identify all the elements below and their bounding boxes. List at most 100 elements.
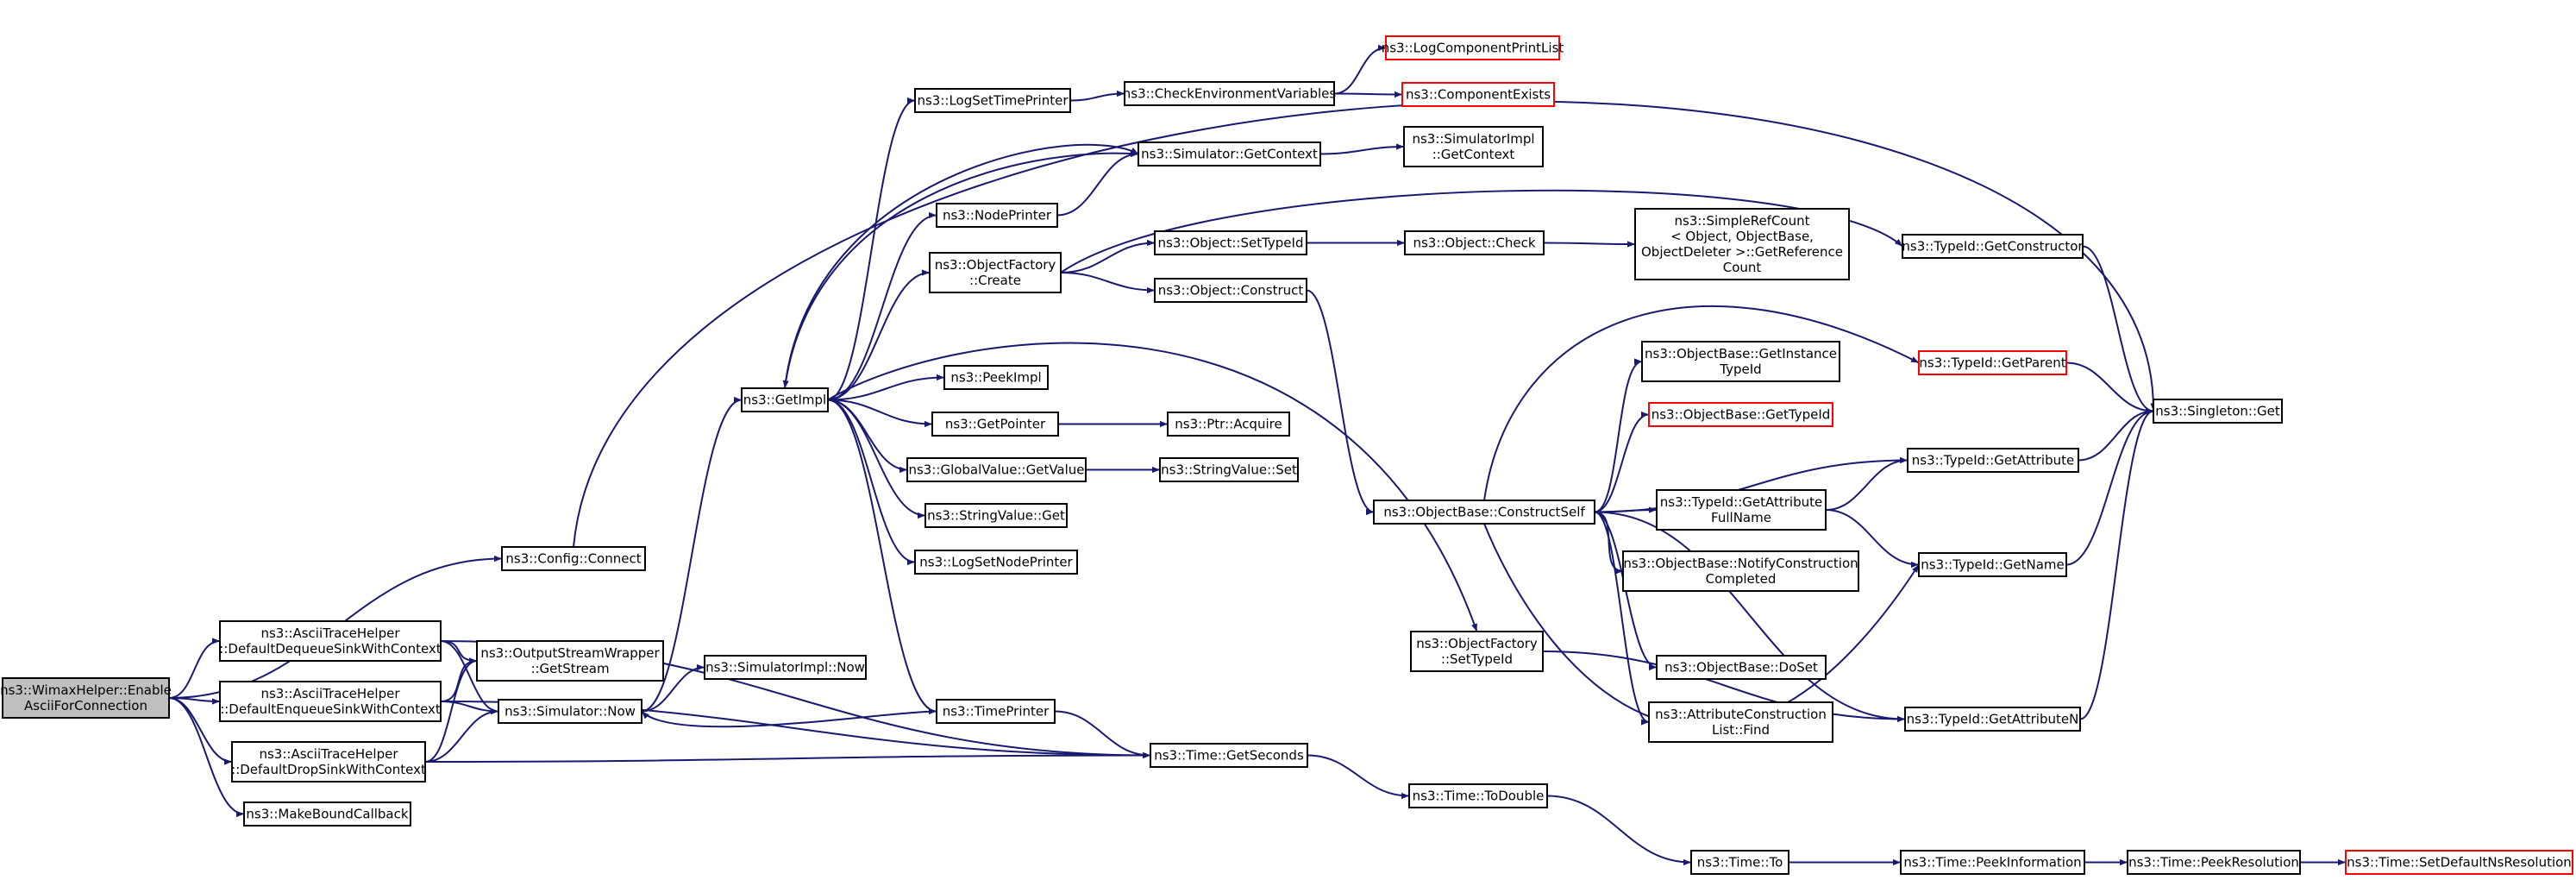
node-bound[interactable]: ns3::MakeBoundCallback — [243, 801, 411, 827]
node-objCheck[interactable]: ns3::Object::Check — [1404, 230, 1545, 255]
node-label: ns3::AsciiTraceHelper — [260, 625, 400, 641]
node-strValGet[interactable]: ns3::StringValue::Get — [924, 503, 1068, 528]
node-box — [1634, 208, 1850, 280]
node-ptrAcquire[interactable]: ns3::Ptr::Acquire — [1167, 412, 1290, 437]
node-drop[interactable]: ns3::AsciiTraceHelper::DefaultDropSinkWi… — [231, 741, 426, 783]
node-logSetTime[interactable]: ns3::LogSetTimePrinter — [914, 88, 1071, 113]
node-label: ns3::ObjectBase::ConstructSelf — [1383, 505, 1585, 520]
node-label: ns3::ObjectBase::NotifyConstruction — [1623, 556, 1858, 571]
node-label: ns3::LogComponentPrintList — [1382, 41, 1564, 56]
node-tidGetCtor[interactable]: ns3::TypeId::GetConstructor — [1902, 234, 2084, 259]
node-logCompPrint[interactable]: ns3::LogComponentPrintList — [1382, 35, 1564, 60]
node-label: List::Find — [1712, 722, 1770, 738]
node-simNow[interactable]: ns3::Simulator::Now — [498, 699, 642, 724]
node-label: ns3::Object::Construct — [1158, 283, 1304, 299]
node-label: ns3::ObjectFactory — [935, 257, 1056, 273]
node-label: ns3::OutputStreamWrapper — [480, 645, 660, 661]
node-root[interactable]: ns3::WimaxHelper::EnableAsciiForConnecti… — [0, 677, 172, 719]
node-peekImpl[interactable]: ns3::PeekImpl — [943, 365, 1049, 390]
node-label: ns3::Object::Check — [1413, 236, 1535, 251]
node-label: ::GetContext — [1432, 147, 1515, 162]
node-obNotify[interactable]: ns3::ObjectBase::NotifyConstructionCompl… — [1622, 550, 1859, 592]
edge-dequeue-to-simNow — [440, 640, 499, 715]
edge-dequeue-to-osw — [440, 640, 478, 664]
node-label: ::SetTypeId — [1441, 651, 1513, 667]
edge-objFactCreate-to-objSetTypeId — [1060, 239, 1156, 273]
node-logSetNode[interactable]: ns3::LogSetNodePrinter — [914, 550, 1078, 575]
node-objConstruct[interactable]: ns3::Object::Construct — [1154, 278, 1307, 303]
node-nodePrinter[interactable]: ns3::NodePrinter — [936, 203, 1058, 228]
node-label: ns3::MakeBoundCallback — [246, 807, 408, 822]
node-label: ns3::Config::Connect — [505, 551, 641, 567]
node-objSetTypeId[interactable]: ns3::Object::SetTypeId — [1154, 230, 1307, 255]
node-box — [914, 550, 1078, 575]
node-label: ns3::PeekImpl — [950, 370, 1041, 386]
node-getPointer[interactable]: ns3::GetPointer — [931, 412, 1059, 437]
node-box — [1690, 850, 1789, 875]
node-dequeue[interactable]: ns3::AsciiTraceHelper::DefaultDequeueSin… — [219, 620, 442, 662]
node-label: ns3::Ptr::Acquire — [1175, 417, 1282, 432]
node-label: ns3::TypeId::GetConstructor — [1902, 239, 2084, 255]
node-osw[interactable]: ns3::OutputStreamWrapper::GetStream — [476, 640, 664, 682]
node-strValSet[interactable]: ns3::StringValue::Set — [1159, 457, 1299, 482]
node-label: AsciiForConnection — [24, 698, 147, 713]
edge-getImpl-to-getPointer — [827, 399, 933, 428]
node-label: ns3::Simulator::Now — [505, 704, 636, 720]
node-tidGetParent[interactable]: ns3::TypeId::GetParent — [1918, 350, 2067, 375]
node-obGetTypeId[interactable]: ns3::ObjectBase::GetTypeId — [1648, 402, 1833, 427]
node-box — [1641, 341, 1840, 382]
node-obDoSet[interactable]: ns3::ObjectBase::DoSet — [1656, 655, 1827, 680]
node-label: ns3::SimulatorImpl — [1412, 131, 1534, 147]
node-layer: ns3::WimaxHelper::EnableAsciiForConnecti… — [0, 35, 2573, 875]
node-getSeconds[interactable]: ns3::Time::GetSeconds — [1150, 743, 1308, 768]
node-simImplGetCtx[interactable]: ns3::SimulatorImpl::GetContext — [1403, 126, 1544, 167]
edge-constructSelf-to-attrFind — [1594, 511, 1650, 726]
node-tidGetAttr[interactable]: ns3::TypeId::GetAttribute — [1907, 448, 2079, 473]
node-timeTo[interactable]: ns3::Time::To — [1690, 850, 1789, 875]
node-box — [1124, 81, 1335, 106]
node-peekInfo[interactable]: ns3::Time::PeekInformation — [1900, 850, 2085, 875]
node-simImplNow[interactable]: ns3::SimulatorImpl::Now — [704, 655, 867, 680]
node-box — [501, 546, 646, 571]
node-timePrinter[interactable]: ns3::TimePrinter — [936, 699, 1056, 724]
node-simGetCtx[interactable]: ns3::Simulator::GetContext — [1138, 141, 1321, 167]
node-box — [1918, 552, 2067, 577]
node-compExists[interactable]: ns3::ComponentExists — [1401, 82, 1555, 107]
edge-constructSelf-to-obGetInstance — [1594, 358, 1643, 513]
node-box — [1410, 631, 1544, 672]
edge-drop-to-simNow — [424, 707, 499, 763]
node-simpleRef[interactable]: ns3::SimpleRefCount< Object, ObjectBase,… — [1634, 208, 1850, 280]
edge-getImpl-to-simGetCtx — [784, 143, 1139, 389]
node-box — [1622, 550, 1859, 592]
node-objFactCreate[interactable]: ns3::ObjectFactory::Create — [929, 252, 1062, 293]
node-checkEnv[interactable]: ns3::CheckEnvironmentVariables — [1123, 81, 1337, 106]
node-peekRes[interactable]: ns3::Time::PeekResolution — [2127, 850, 2301, 875]
edge-getImpl-to-logSetTime — [827, 97, 916, 401]
node-singletonGet[interactable]: ns3::Singleton::Get — [2153, 399, 2283, 424]
node-configConnect[interactable]: ns3::Config::Connect — [501, 546, 646, 571]
node-setDefNs[interactable]: ns3::Time::SetDefaultNsResolution — [2345, 850, 2573, 875]
node-label: TypeId — [1719, 361, 1761, 377]
node-box — [914, 88, 1071, 113]
node-gvGetValue[interactable]: ns3::GlobalValue::GetValue — [906, 457, 1087, 482]
node-box — [943, 365, 1049, 390]
edge-tidGetAttr-to-singletonGet — [2078, 407, 2154, 462]
node-label: ns3::Simulator::GetContext — [1141, 147, 1318, 162]
node-tidGetAttrN[interactable]: ns3::TypeId::GetAttributeN — [1904, 707, 2081, 732]
edge-toDouble-to-timeTo — [1546, 795, 1692, 866]
node-toDouble[interactable]: ns3::Time::ToDouble — [1408, 783, 1548, 808]
node-tidGetName[interactable]: ns3::TypeId::GetName — [1918, 552, 2067, 577]
node-label: ns3::TypeId::GetAttributeN — [1907, 712, 2079, 727]
node-objFactSetTypeId[interactable]: ns3::ObjectFactory::SetTypeId — [1410, 631, 1544, 672]
edge-enqueue-to-simNow — [440, 701, 499, 715]
node-box — [924, 503, 1068, 528]
node-constructSelf[interactable]: ns3::ObjectBase::ConstructSelf — [1373, 500, 1595, 525]
node-enqueue[interactable]: ns3::AsciiTraceHelper::DefaultEnqueueSin… — [219, 681, 442, 722]
node-label: ns3::GetImpl — [743, 393, 826, 408]
node-getImpl[interactable]: ns3::GetImpl — [741, 387, 829, 412]
node-box — [219, 620, 442, 662]
node-box — [1408, 783, 1548, 808]
